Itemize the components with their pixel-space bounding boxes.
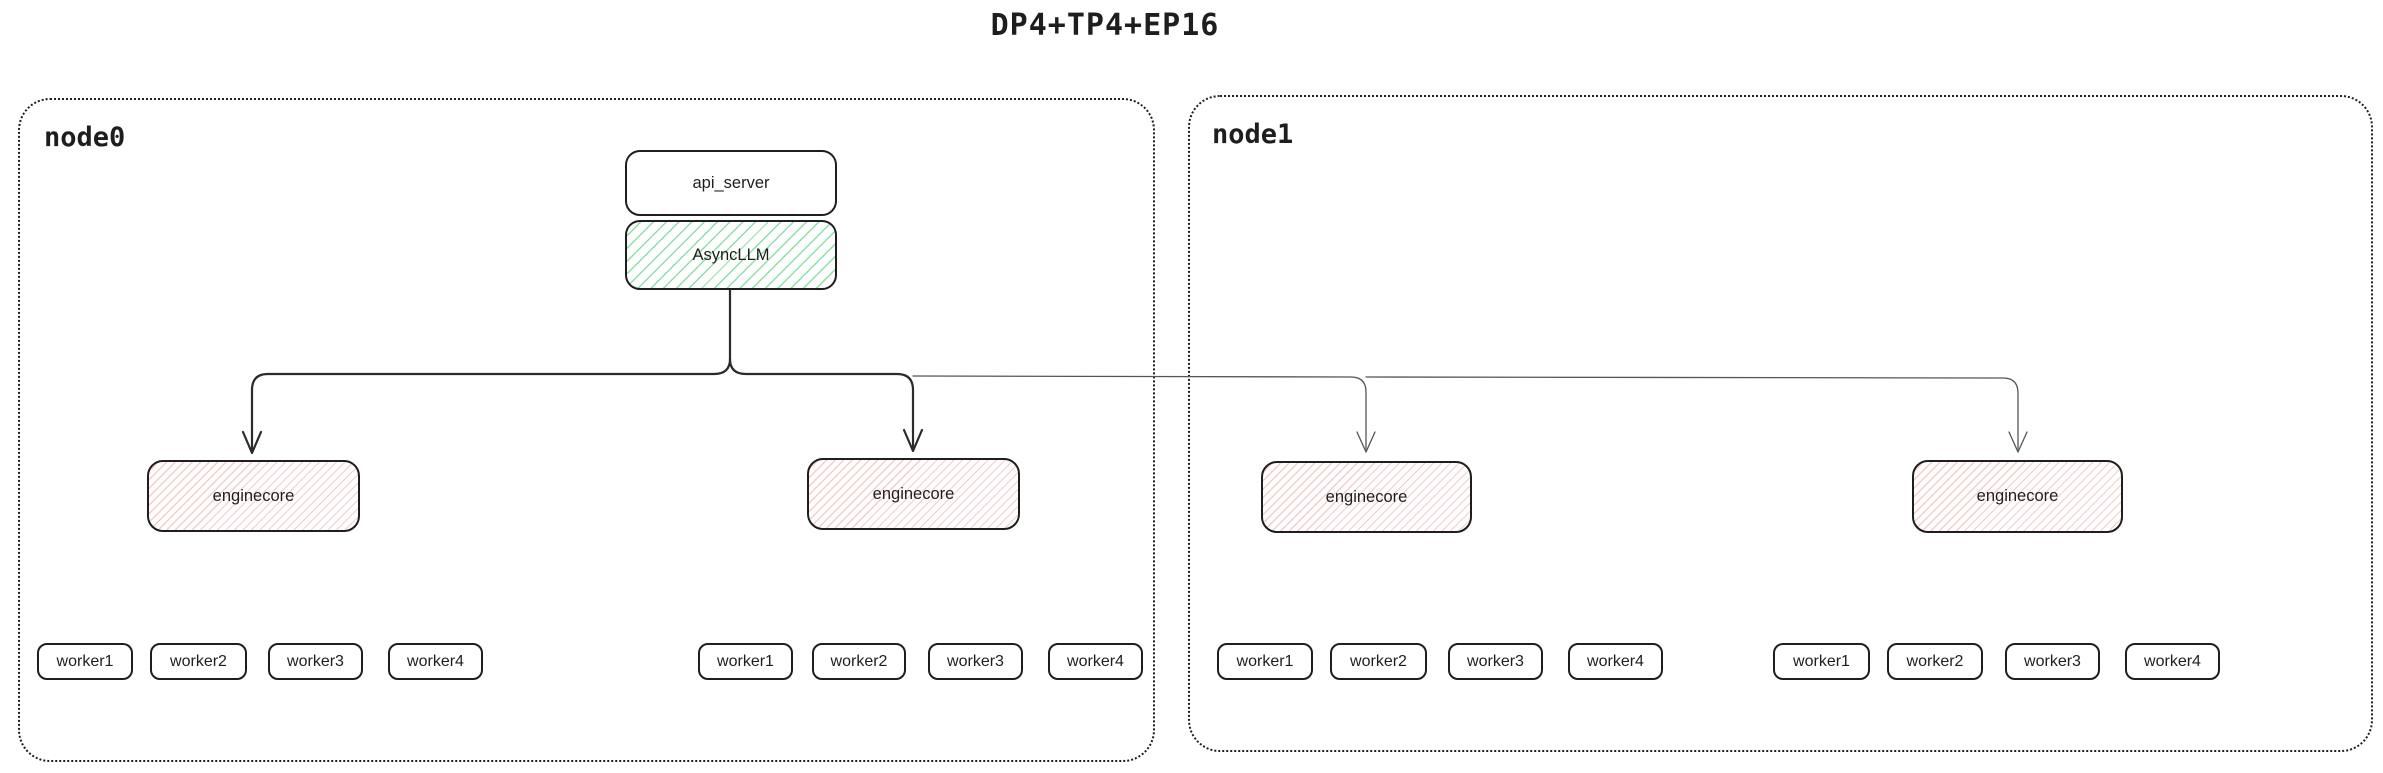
worker-box: worker2 — [1887, 643, 1983, 680]
worker-box: worker2 — [812, 643, 906, 680]
enginecore-label: enginecore — [872, 484, 955, 503]
worker-box: worker3 — [1448, 643, 1543, 680]
worker-label: worker3 — [1467, 652, 1524, 670]
worker-box: worker4 — [1048, 643, 1143, 680]
worker-label: worker4 — [1587, 652, 1644, 670]
enginecore-label: enginecore — [1976, 487, 2059, 505]
worker-box: worker2 — [1330, 643, 1427, 680]
node0-label: node0 — [44, 122, 126, 153]
worker-label: worker4 — [2144, 652, 2201, 670]
worker-label: worker1 — [717, 652, 774, 670]
worker-box: worker2 — [150, 643, 247, 680]
worker-box: worker4 — [1568, 643, 1663, 680]
diagram-title: DP4+TP4+EP16 — [990, 8, 1220, 43]
enginecore-box: enginecore — [1912, 460, 2123, 533]
worker-box: worker1 — [1773, 643, 1870, 680]
worker-label: worker2 — [1350, 652, 1407, 670]
worker-label: worker3 — [2024, 652, 2081, 670]
api-server-box: api_server — [625, 150, 837, 216]
enginecore-box: enginecore — [147, 460, 360, 532]
worker-box: worker1 — [37, 643, 133, 680]
worker-label: worker2 — [830, 652, 888, 670]
worker-label: worker1 — [1236, 652, 1294, 670]
enginecore-box: enginecore — [807, 458, 1020, 530]
node1-label: node1 — [1212, 119, 1294, 150]
worker-box: worker3 — [928, 643, 1023, 680]
worker-label: worker2 — [170, 652, 227, 670]
worker-box: worker3 — [2005, 643, 2100, 680]
worker-label: worker2 — [1906, 652, 1964, 670]
asyncllm-label: AsyncLLM — [692, 245, 770, 264]
worker-label: worker1 — [1793, 652, 1850, 670]
enginecore-box: enginecore — [1261, 461, 1472, 533]
enginecore-label: enginecore — [1325, 487, 1408, 506]
worker-box: worker4 — [2125, 643, 2220, 680]
worker-box: worker3 — [268, 643, 363, 680]
worker-label: worker4 — [1067, 652, 1124, 670]
asyncllm-box: AsyncLLM — [625, 220, 837, 290]
worker-label: worker3 — [287, 652, 344, 670]
api-server-label: api_server — [692, 173, 770, 192]
worker-label: worker3 — [947, 652, 1004, 670]
worker-box: worker4 — [388, 643, 483, 680]
enginecore-label: enginecore — [212, 486, 295, 505]
worker-label: worker4 — [407, 652, 464, 670]
worker-box: worker1 — [698, 643, 793, 680]
worker-label: worker1 — [56, 652, 114, 670]
worker-box: worker1 — [1217, 643, 1313, 680]
